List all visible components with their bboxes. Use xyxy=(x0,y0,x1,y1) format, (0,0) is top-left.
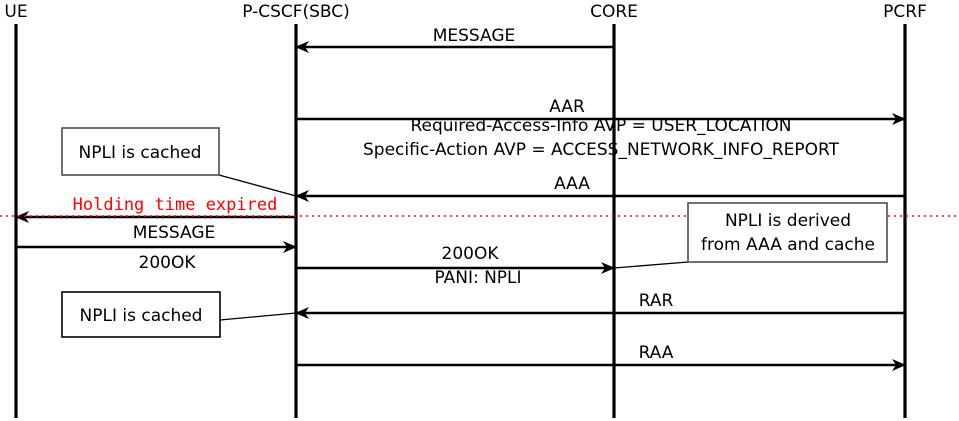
message-label-msg-rar: RAR xyxy=(639,291,674,311)
note-text-note-npli-derived-0: NPLI is derived xyxy=(725,211,851,231)
message-label-msg-200ok-ue-to-pcscf: 200OK xyxy=(139,253,197,273)
note-text-note-npli-derived-1: from AAA and cache xyxy=(701,235,875,255)
holding-time-expired-label: Holding time expired xyxy=(73,195,278,215)
message-label-msg-aaa: AAA xyxy=(554,174,590,194)
message-label-msg-raa: RAA xyxy=(639,343,674,363)
note-box-note-npli-cached-2 xyxy=(61,291,221,338)
message-sublabel-msg-aar-1: Specific-Action AVP = ACCESS_NETWORK_INF… xyxy=(363,140,840,160)
message-label-msg-aar: AAR xyxy=(549,97,585,117)
note-box-note-npli-cached-1 xyxy=(61,127,220,176)
message-sublabel-msg-aar-0: Required-Access-Info AVP = USER_LOCATION xyxy=(410,116,791,136)
message-label-msg-200ok-pcscf-to-core: 200OK xyxy=(442,244,500,264)
lifeline-label-ue: UE xyxy=(4,2,27,22)
note-text-note-npli-cached-2-0: NPLI is cached xyxy=(80,306,203,326)
lifeline-label-core: CORE xyxy=(590,2,638,22)
lifeline-label-pcrf: PCRF xyxy=(883,2,927,22)
message-label-msg-message-pcscf-to-ue: MESSAGE xyxy=(133,223,216,243)
note-box-note-npli-derived xyxy=(687,202,888,263)
note-leader-note-npli-derived xyxy=(613,261,689,269)
message-sublabel-msg-200ok-pcscf-to-core-0: PANI: NPLI xyxy=(434,268,521,288)
note-leader-note-npli-cached-2 xyxy=(219,312,297,321)
note-text-note-npli-cached-1-0: NPLI is cached xyxy=(79,143,202,163)
lifeline-label-pcscf: P-CSCF(SBC) xyxy=(242,2,350,22)
note-leader-note-npli-cached-1 xyxy=(218,174,297,197)
message-label-msg-message-core-to-pcscf: MESSAGE xyxy=(433,26,516,46)
